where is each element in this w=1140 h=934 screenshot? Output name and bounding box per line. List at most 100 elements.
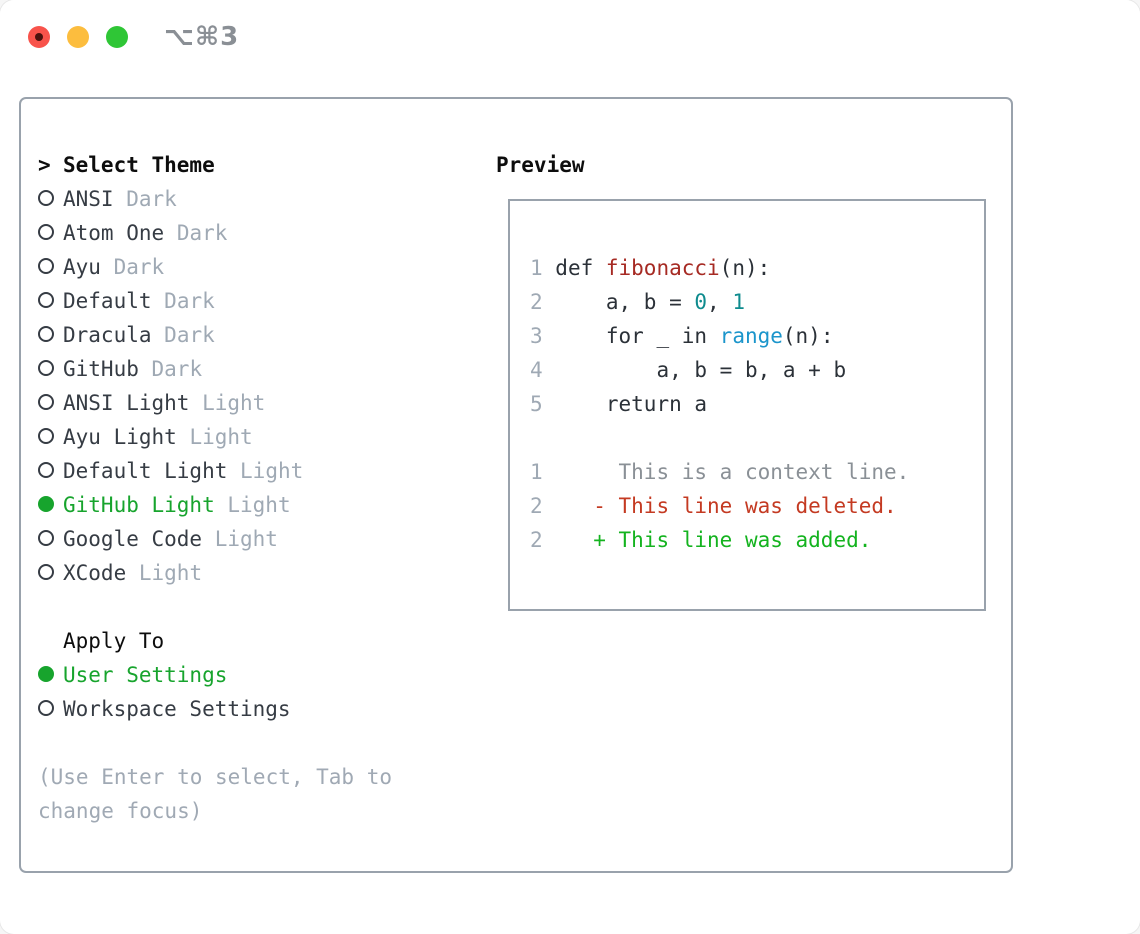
code-segment: def (555, 256, 606, 280)
radio-selected-icon (38, 488, 63, 522)
theme-option-xcode[interactable]: XCode Light (38, 556, 392, 590)
code-line: 3 for _ in range(n): (530, 319, 909, 353)
theme-variant-tag: Dark (164, 289, 215, 313)
line-number: 5 (530, 392, 556, 416)
radio-selected-icon (38, 658, 63, 692)
close-dot-icon (35, 33, 43, 41)
gap (38, 726, 392, 760)
diff-line-context: 1 This is a context line. (530, 455, 909, 489)
theme-option-ansi-light[interactable]: ANSI Light Light (38, 386, 392, 420)
code-line: 1 def fibonacci(n): (530, 251, 909, 285)
gap (38, 590, 392, 624)
apply-option-workspace-settings[interactable]: Workspace Settings (38, 692, 392, 726)
hint-line: change focus) (38, 799, 203, 823)
radio-icon (38, 352, 63, 386)
diff-text: - This line was deleted. (555, 494, 897, 518)
theme-name: ANSI Light (63, 391, 190, 415)
line-number: 4 (530, 358, 556, 382)
theme-option-dracula[interactable]: Dracula Dark (38, 318, 392, 352)
close-button[interactable] (28, 26, 50, 48)
code-line: 2 a, b = 0, 1 (530, 285, 909, 319)
line-number: 3 (530, 324, 556, 348)
hint-line: (Use Enter to select, Tab to (38, 765, 393, 789)
radio-icon (38, 250, 63, 284)
line-number: 2 (530, 290, 556, 314)
zoom-button[interactable] (106, 26, 128, 48)
code-segment: 0 (694, 290, 708, 314)
select-theme-header: >Select Theme (38, 148, 392, 182)
radio-icon (38, 386, 63, 420)
radio-icon (38, 182, 63, 216)
window-title: ⌥⌘3 (164, 22, 240, 52)
theme-option-ayu-light[interactable]: Ayu Light Light (38, 420, 392, 454)
theme-variant-tag: Dark (126, 187, 177, 211)
theme-variant-tag: Light (138, 561, 203, 585)
code-segment: a, b = b, a + b (555, 358, 847, 382)
theme-option-ansi[interactable]: ANSI Dark (38, 182, 392, 216)
diff-preview: 1 This is a context line.2 - This line w… (530, 455, 909, 557)
code-segment: , (707, 290, 733, 314)
apply-to-label: Apply To (63, 629, 165, 653)
theme-option-google-code[interactable]: Google Code Light (38, 522, 392, 556)
theme-name: Ayu Light (63, 425, 177, 449)
theme-name: Default (63, 289, 152, 313)
theme-variant-tag: Light (240, 459, 304, 483)
theme-option-default[interactable]: Default Dark (38, 284, 392, 318)
theme-variant-tag: Dark (113, 255, 165, 279)
code-segment: 1 (732, 290, 745, 314)
theme-option-github[interactable]: GitHub Dark (38, 352, 392, 386)
theme-option-default-light[interactable]: Default Light Light (38, 454, 392, 488)
minimize-button[interactable] (67, 26, 89, 48)
diff-text: + This line was added. (555, 528, 872, 552)
focus-caret-icon: > (38, 153, 51, 177)
radio-icon (38, 318, 63, 352)
code-segment: a, b = (555, 290, 695, 314)
theme-option-atom-one[interactable]: Atom One Dark (38, 216, 392, 250)
radio-icon (38, 522, 63, 556)
code-segment: for _ in (555, 324, 720, 348)
theme-option-github-light[interactable]: GitHub Light Light (38, 488, 392, 522)
apply-option-user-settings[interactable]: User Settings (38, 658, 392, 692)
theme-option-ayu[interactable]: Ayu Dark (38, 250, 392, 284)
apply-option-name: User Settings (63, 663, 228, 687)
radio-icon (38, 420, 63, 454)
code-segment: range (719, 324, 783, 348)
radio-icon (38, 692, 63, 726)
code-segment: return a (555, 392, 708, 416)
keyboard-hint: (Use Enter to select, Tab to change focus… (38, 760, 392, 828)
theme-name: Dracula (63, 323, 152, 347)
preview-header: Preview (496, 148, 585, 182)
theme-variant-tag: Dark (164, 323, 215, 347)
diff-text: This is a context line. (555, 460, 910, 484)
line-number: 2 (530, 528, 556, 552)
line-number: 1 (530, 256, 556, 280)
theme-name: ANSI (63, 187, 114, 211)
theme-variant-tag: Light (202, 391, 266, 415)
apply-option-name: Workspace Settings (63, 697, 291, 721)
line-number: 1 (530, 460, 556, 484)
preview-label: Preview (496, 153, 585, 177)
theme-name: XCode (63, 561, 127, 585)
theme-name: GitHub (63, 357, 139, 381)
code-segment: (n): (782, 324, 834, 348)
code-segment: fibonacci (605, 256, 720, 280)
radio-icon (38, 454, 63, 488)
diff-line-added: 2 + This line was added. (530, 523, 909, 557)
titlebar: ⌥⌘3 (0, 0, 1140, 76)
diff-line-deleted: 2 - This line was deleted. (530, 489, 909, 523)
code-line: 5 return a (530, 387, 909, 421)
theme-name: GitHub Light (63, 493, 215, 517)
theme-variant-tag: Light (227, 493, 291, 517)
theme-variant-tag: Dark (176, 221, 228, 245)
theme-name: Google Code (63, 527, 203, 551)
code-segment: (n): (719, 256, 771, 280)
theme-name: Ayu (63, 255, 101, 279)
radio-icon (38, 284, 63, 318)
